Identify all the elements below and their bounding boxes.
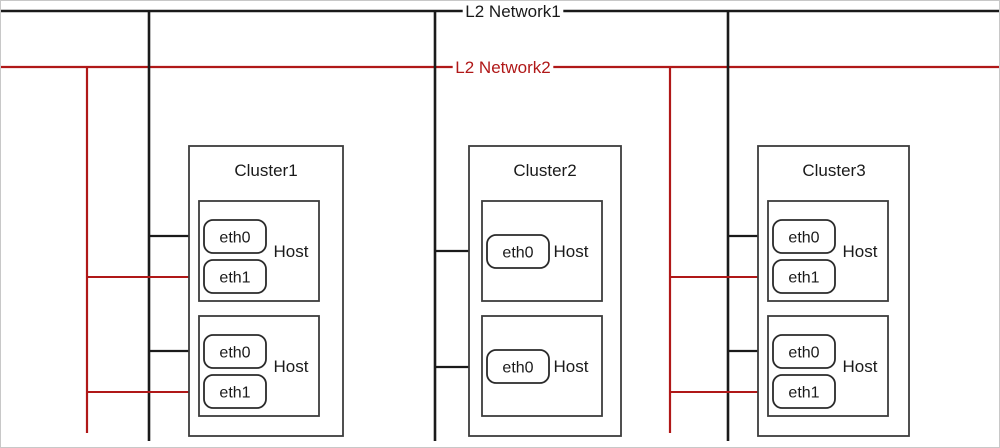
nic-pill-cluster1-host1-eth0[interactable]	[203, 219, 267, 254]
host-cluster2-host2[interactable]: Host eth0	[481, 315, 603, 417]
nic-label-cluster2-host2-eth0: eth0	[502, 360, 533, 377]
host-label-cluster1-host1: Host	[274, 242, 309, 261]
network-label-l2-network-1: L2 Network1	[465, 2, 560, 21]
network-label-backdrop-l2-network-1	[462, 1, 564, 22]
host-label-cluster3-host2: Host	[843, 357, 878, 376]
network-trunk-layer	[85, 11, 730, 441]
cluster-title-cluster3: Cluster3	[802, 161, 865, 180]
host-cluster1-host2[interactable]: Host eth0 eth1	[198, 315, 320, 417]
cluster-title-cluster1: Cluster1	[234, 161, 297, 180]
network-label-backdrop-l2-network-2	[452, 56, 554, 78]
host-cluster3-host1[interactable]: Host eth0 eth1	[767, 200, 889, 302]
nic-label-cluster3-host2-eth0: eth0	[788, 345, 819, 362]
nic-label-cluster1-host2-eth0: eth0	[219, 345, 250, 362]
host-cluster1-host1[interactable]: Host eth0 eth1	[198, 200, 320, 302]
host-label-cluster3-host1: Host	[843, 242, 878, 261]
nic-pill-cluster3-host1-eth1[interactable]	[772, 259, 836, 294]
network-label-layer: L2 Network1 L2 Network2	[452, 1, 564, 78]
host-label-cluster1-host2: Host	[274, 357, 309, 376]
nic-pill-cluster3-host1-eth0[interactable]	[772, 219, 836, 254]
cluster-layer: Cluster1Hosteth0eth1Hosteth0eth1Cluster2…	[188, 145, 910, 437]
nic-pill-cluster1-host2-eth1[interactable]	[203, 374, 267, 409]
nic-pill-cluster3-host2-eth0[interactable]	[772, 334, 836, 369]
nic-pill-cluster2-host1-eth0[interactable]	[486, 234, 550, 269]
nic-label-cluster1-host1-eth1: eth1	[219, 270, 250, 287]
nic-pill-cluster3-host2-eth1[interactable]	[772, 374, 836, 409]
nic-label-cluster2-host1-eth0: eth0	[502, 245, 533, 262]
host-cluster2-host1[interactable]: Host eth0	[481, 200, 603, 302]
host-cluster3-host2[interactable]: Host eth0 eth1	[767, 315, 889, 417]
nic-label-cluster3-host1-eth0: eth0	[788, 230, 819, 247]
nic-pill-cluster2-host2-eth0[interactable]	[486, 349, 550, 384]
cluster-title-cluster2: Cluster2	[513, 161, 576, 180]
host-label-cluster2-host2: Host	[554, 357, 589, 376]
nic-pill-cluster1-host1-eth1[interactable]	[203, 259, 267, 294]
host-label-cluster2-host1: Host	[554, 242, 589, 261]
network-label-l2-network-2: L2 Network2	[455, 58, 550, 77]
nic-label-cluster3-host1-eth1: eth1	[788, 270, 819, 287]
nic-pill-cluster1-host2-eth0[interactable]	[203, 334, 267, 369]
nic-label-cluster1-host2-eth1: eth1	[219, 385, 250, 402]
nic-label-cluster3-host2-eth1: eth1	[788, 385, 819, 402]
nic-label-cluster1-host1-eth0: eth0	[219, 230, 250, 247]
